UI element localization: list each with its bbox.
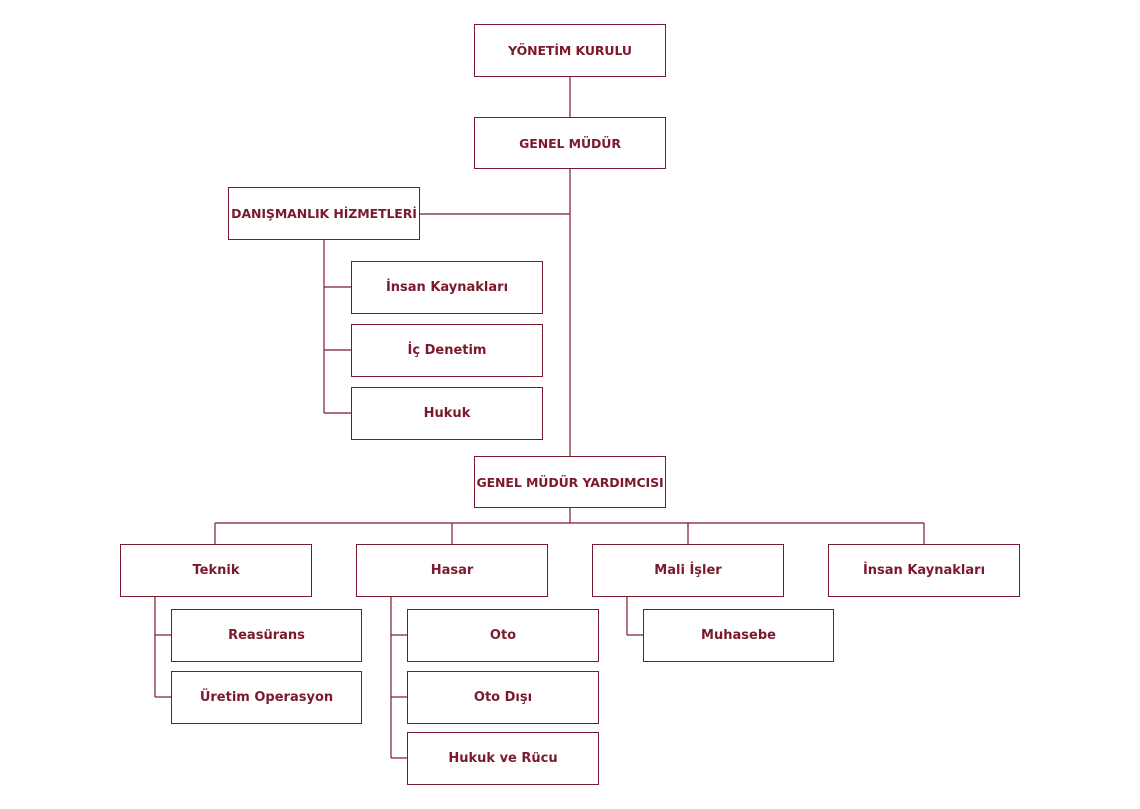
node-hasar-legal-recourse: Hukuk ve Rücu [407, 732, 599, 785]
node-consulting-internal-audit: İç Denetim [351, 324, 543, 377]
node-hasar-non-oto: Oto Dışı [407, 671, 599, 724]
node-teknik-reinsurance: Reasürans [171, 609, 362, 662]
node-consulting-hr: İnsan Kaynakları [351, 261, 543, 314]
node-assistant-gm: GENEL MÜDÜR YARDIMCISI [474, 456, 666, 508]
node-board: YÖNETİM KURULU [474, 24, 666, 77]
node-hasar-oto: Oto [407, 609, 599, 662]
node-consulting-legal: Hukuk [351, 387, 543, 440]
node-dept-hr: İnsan Kaynakları [828, 544, 1020, 597]
node-dept-teknik: Teknik [120, 544, 312, 597]
node-mali-accounting: Muhasebe [643, 609, 834, 662]
node-general-manager: GENEL MÜDÜR [474, 117, 666, 169]
node-consulting: DANIŞMANLIK HİZMETLERİ [228, 187, 420, 240]
node-teknik-production-ops: Üretim Operasyon [171, 671, 362, 724]
node-dept-mali: Mali İşler [592, 544, 784, 597]
node-dept-hasar: Hasar [356, 544, 548, 597]
